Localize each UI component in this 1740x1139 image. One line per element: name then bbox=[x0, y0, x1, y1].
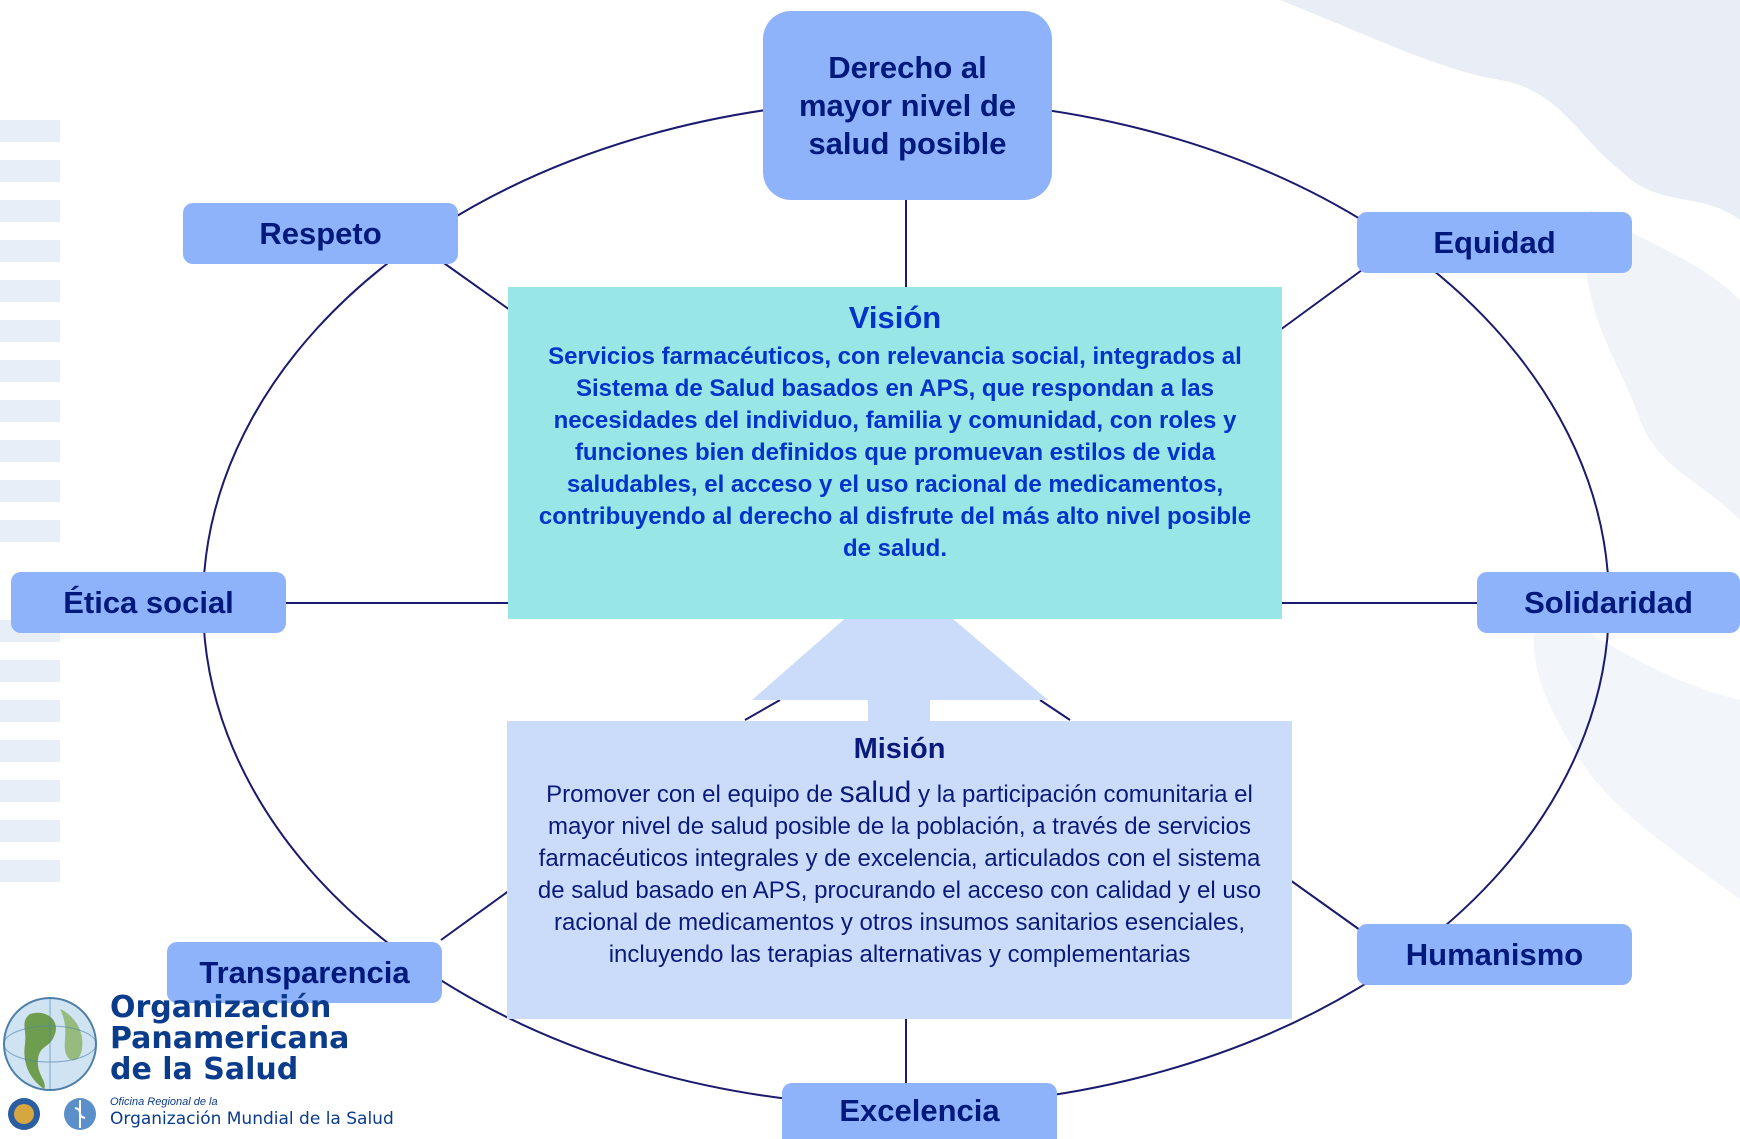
value-transparencia: Transparencia bbox=[167, 942, 442, 1003]
left-stripes bbox=[0, 120, 60, 882]
who-emblem-icon bbox=[64, 1098, 96, 1130]
vision-box: Visión Servicios farmacéuticos, con rele… bbox=[508, 287, 1282, 619]
logo-who-name: Organización Mundial de la Salud bbox=[110, 1109, 394, 1129]
globe-icon bbox=[3, 997, 97, 1091]
value-equidad: Equidad bbox=[1357, 212, 1632, 273]
value-humanismo: Humanismo bbox=[1357, 924, 1632, 985]
mision-text-prefix: Promover con el equipo de bbox=[546, 781, 840, 808]
up-arrow bbox=[752, 572, 1048, 722]
center-top-right-box: Derecho al mayor nivel de salud posible bbox=[763, 11, 1052, 200]
vision-text: Servicios farmacéuticos, con relevancia … bbox=[538, 343, 1252, 562]
logo-subtitle: Oficina Regional de la bbox=[110, 1096, 218, 1108]
logo-name: Organización Panamericana de la Salud bbox=[110, 990, 350, 1087]
emblem-icon-left bbox=[8, 1098, 40, 1130]
mision-title: Misión bbox=[853, 733, 946, 765]
value-etica-social: Ética social bbox=[11, 572, 286, 633]
connector-lines bbox=[285, 200, 1478, 1083]
map-decoration bbox=[1280, 0, 1740, 900]
paho-logo: Organización Panamericana de la Salud Of… bbox=[0, 992, 400, 1139]
value-respeto: Respeto bbox=[183, 203, 458, 264]
mision-text: Promover con el equipo de salud y la par… bbox=[530, 777, 1270, 971]
vision-title: Visión bbox=[848, 300, 942, 335]
value-excelencia: Excelencia bbox=[782, 1083, 1057, 1139]
mision-text-rest: y la participación comunitaria el mayor … bbox=[537, 781, 1262, 968]
mision-text-highlight: salud bbox=[839, 776, 912, 809]
value-solidaridad: Solidaridad bbox=[1477, 572, 1740, 633]
mision-box: Misión Promover con el equipo de salud y… bbox=[507, 721, 1292, 1019]
